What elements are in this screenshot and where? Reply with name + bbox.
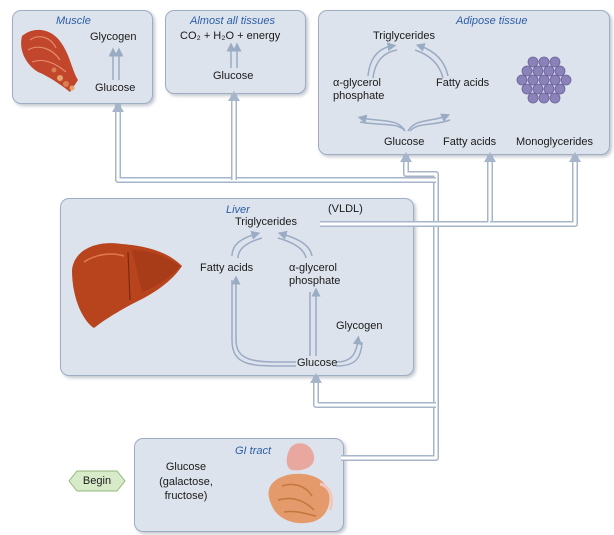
- muscle-organ-illustration: [21, 29, 78, 92]
- tissues-glucose-to-energy-arrow: [226, 42, 242, 68]
- liver-triglycerides-label: Triglycerides: [235, 216, 297, 228]
- begin-label: Begin: [82, 475, 112, 487]
- tissues-title: Almost all tissues: [190, 15, 275, 27]
- adipose-fatty-acids-label: Fatty acids: [443, 136, 497, 148]
- muscle-glycogen-label: Glycogen: [90, 31, 137, 43]
- adipose-internal-arrows: [357, 42, 451, 132]
- tissues-glucose-label: Glucose: [213, 70, 254, 82]
- liver-title: Liver: [226, 204, 250, 216]
- adipose-title: Adipose tissue: [456, 15, 528, 27]
- liver-organ-illustration: [72, 243, 182, 328]
- tissues-box: [165, 10, 306, 94]
- liver-alpha-glycerol-label: α-glycerol: [289, 262, 337, 274]
- gi-galactose-label: (galactose,: [159, 476, 213, 488]
- liver-internal-arrows: [231, 230, 363, 367]
- adipose-fatty-acids-top-label: Fatty acids: [436, 77, 490, 89]
- adipose-glucose-label: Glucose: [384, 136, 425, 148]
- gi-title: GI tract: [235, 445, 272, 457]
- tissues-products-label: CO₂ + H₂O + energy: [180, 30, 281, 42]
- adipose-alpha-glycerol-label: α-glycerol: [333, 77, 381, 89]
- liver-vldl-label: (VLDL): [328, 203, 363, 215]
- gi-glucose-label: Glucose: [165, 461, 207, 473]
- liver-fatty-acids-label: Fatty acids: [200, 262, 254, 274]
- liver-glucose-label: Glucose: [297, 357, 338, 369]
- gi-tract-illustration: [268, 443, 334, 524]
- begin-badge: Begin: [69, 470, 125, 492]
- begin-badge-shape: [68, 470, 126, 492]
- liver-phosphate-label: phosphate: [289, 275, 341, 287]
- adipose-phosphate-label: phosphate: [333, 90, 385, 102]
- muscle-glucose-to-glycogen-arrow: [108, 47, 124, 80]
- muscle-glucose-label: Glucose: [95, 82, 136, 94]
- muscle-title: Muscle: [56, 15, 91, 27]
- adipose-monoglycerides-label: Monoglycerides: [516, 136, 594, 148]
- adipose-triglycerides-label: Triglycerides: [373, 30, 435, 42]
- bloodstream-pipe: [115, 93, 578, 461]
- liver-glycogen-label: Glycogen: [336, 320, 383, 332]
- fat-cell-cluster-illustration: [516, 56, 572, 104]
- gi-fructose-label: fructose): [164, 490, 208, 502]
